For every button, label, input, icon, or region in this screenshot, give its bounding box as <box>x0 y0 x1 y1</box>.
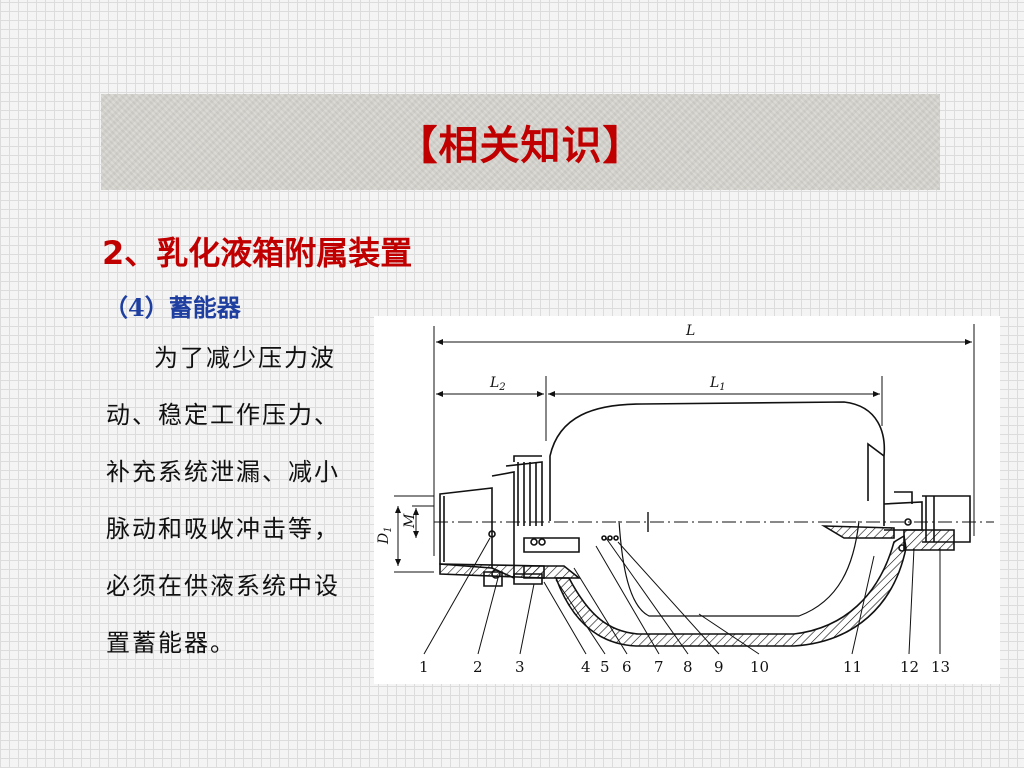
dimension-lines <box>394 324 975 573</box>
part-label-11: 11 <box>843 658 862 676</box>
dim-L: L <box>685 323 695 339</box>
slide-title: 【相关知识】 <box>397 123 644 169</box>
accumulator-drawing: L L2 L1 D1 M <box>376 323 994 676</box>
part-label-10: 10 <box>750 658 769 676</box>
part-label-5: 5 <box>600 658 610 676</box>
accumulator-diagram: L L2 L1 D1 M <box>374 316 1000 684</box>
part-label-8: 8 <box>683 658 693 676</box>
dim-L1: L1 <box>709 375 726 393</box>
dim-L2: L2 <box>489 375 506 393</box>
part-labels: 1 2 3 4 5 6 7 8 9 10 11 12 13 <box>419 658 950 676</box>
body-paragraph: 为了减少压力波动、稳定工作压力、补充系统泄漏、减小脉动和吸收冲击等，必须在供液系… <box>106 344 340 657</box>
part-label-13: 13 <box>931 658 950 676</box>
part-label-9: 9 <box>714 658 724 676</box>
dim-M: M <box>402 513 418 529</box>
title-banner: 【相关知识】 <box>101 94 940 190</box>
accumulator-body <box>434 401 994 647</box>
subsection-heading: （4）蓄能器 <box>104 293 241 322</box>
part-label-7: 7 <box>654 658 664 676</box>
part-label-2: 2 <box>473 658 483 676</box>
part-label-1: 1 <box>419 658 429 676</box>
part-label-4: 4 <box>581 658 591 676</box>
leader-lines <box>423 537 941 655</box>
part-label-3: 3 <box>515 658 525 676</box>
part-label-6: 6 <box>622 658 632 676</box>
part-label-12: 12 <box>900 658 919 676</box>
section-heading: 2、乳化液箱附属装置 <box>102 234 413 272</box>
dim-D1: D1 <box>376 526 394 545</box>
